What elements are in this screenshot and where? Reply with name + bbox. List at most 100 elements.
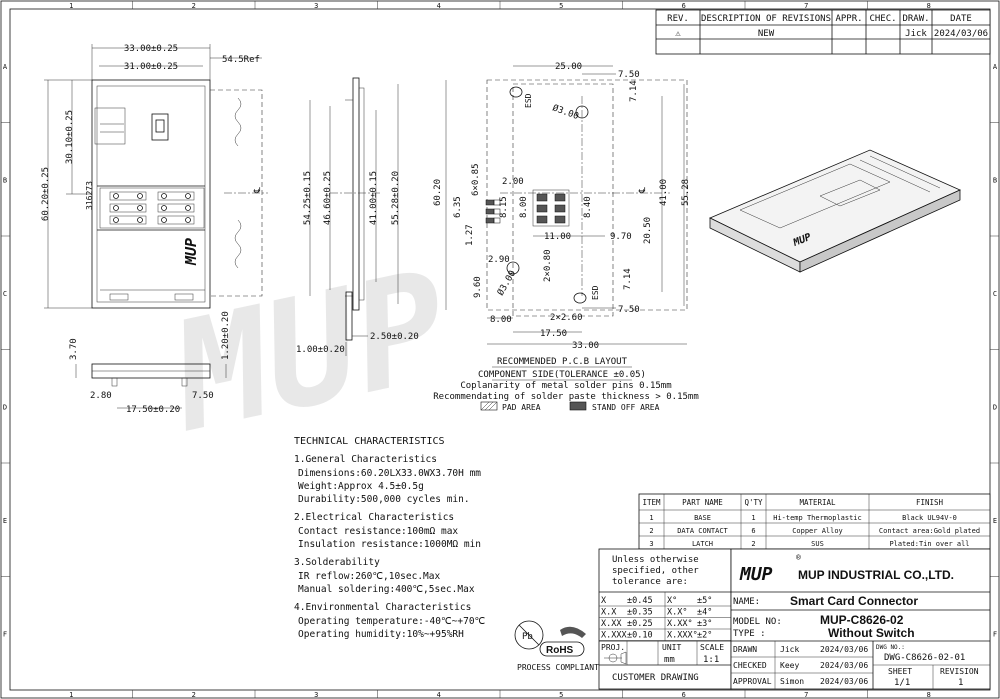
name-value: Smart Card Connector (790, 594, 918, 608)
bom-cell: 2 (751, 540, 755, 548)
tol-heading-1: Unless otherwise (612, 555, 699, 565)
contact-point (185, 205, 191, 211)
tech-line: Operating humidity:10%~+95%RH (298, 629, 464, 640)
dim-pcb-800a: 8.00 (519, 196, 529, 218)
dim-pcb-top-right: 7.50 (618, 70, 640, 80)
row-label: E (3, 517, 7, 525)
standoff-area-legend: STAND OFF AREA (592, 403, 660, 412)
solder-pad (493, 199, 501, 206)
pcb-layout: ESD ESD ℄ 25.00 7.50 7.14 Ø3.00 60.20 6.… (433, 62, 699, 412)
column-label: 4 (437, 2, 441, 10)
pcb-note-paste: Recommendating of solder paste thickness… (433, 392, 699, 402)
rev-draw-header: DRAW. (902, 14, 929, 24)
company-logo: MUP (739, 564, 773, 585)
tolerance-cell: ±0.35 (627, 608, 653, 618)
column-label: 7 (804, 2, 808, 10)
tech-line: Insulation resistance:1000MΩ min (298, 539, 481, 550)
rev-desc-value: NEW (758, 29, 775, 39)
row-label: A (3, 63, 8, 71)
drawn-date: 2024/03/06 (820, 645, 868, 654)
tolerance-cell: ±0.25 (627, 619, 653, 629)
column-label: 2 (192, 2, 196, 10)
column-label: 6 (682, 691, 686, 699)
dwg-label: DWG NO.: (876, 644, 905, 651)
revision-label: REVISION (940, 667, 979, 676)
contact-outline (157, 203, 195, 213)
pcb-note-coplanarity: Coplanarity of metal solder pins 0.15mm (460, 381, 671, 391)
contact-point (185, 193, 191, 199)
row-label: F (993, 630, 997, 638)
dim-pcb-960: 9.60 (473, 276, 483, 298)
contact-pad (554, 215, 566, 224)
dim-pcb-bottom-width: 33.00 (572, 341, 599, 351)
dim-pcb-2x260: 2×2.60 (550, 313, 583, 323)
tolerance-cell: X (601, 596, 607, 606)
pcb-note-side: COMPONENT SIDE(TOLERANCE ±0.05) (478, 370, 646, 380)
bom-header: ITEM (642, 498, 661, 507)
dim-front-w2: 17.50±0.20 (126, 405, 180, 415)
dim-pcb-1750: 17.50 (540, 329, 567, 339)
tech-line: IR reflow:260℃,10sec.Max (298, 571, 440, 582)
column-label: 8 (927, 691, 931, 699)
rohs-caption: PROCESS COMPLIANT (517, 663, 599, 672)
dim-front-h1: 3.70 (69, 338, 79, 360)
esd-top-label: ESD (524, 93, 533, 108)
dim-side-4100: 41.00±0.15 (369, 171, 379, 225)
column-label: 3 (314, 2, 318, 10)
bom-cell: Copper Alloy (792, 527, 843, 535)
mup-mark: MUP (182, 238, 200, 266)
bom-cell: 3 (649, 540, 653, 548)
tolerance-cell: X° (667, 596, 677, 606)
contact-outline (157, 191, 195, 201)
dim-pcb-hole-bottom: Ø3.00 (495, 269, 518, 298)
bom-cell: SUS (811, 540, 824, 548)
column-label: 1 (69, 691, 73, 699)
dim-width-inner: 31.00±0.25 (124, 62, 178, 72)
pad-area-legend: PAD AREA (502, 403, 541, 412)
solder-pad (493, 217, 501, 224)
dim-pcb-bottom-right: 7.50 (618, 305, 640, 315)
dim-pcb-hole-top: Ø3.00 (551, 102, 580, 122)
approval-name: Simon (780, 677, 804, 686)
column-label: 1 (69, 2, 73, 10)
tolerance-cell: X.XX° (667, 619, 693, 629)
tech-line: Operating temperature:-40℃~+70℃ (298, 616, 486, 627)
contact-pad (554, 204, 566, 213)
standoff-area-swatch (569, 401, 587, 411)
isometric-view: MUP (709, 149, 961, 273)
rohs-label: RoHS (546, 645, 574, 656)
dim-pcb-800b: 8.00 (490, 315, 512, 325)
type-value: Without Switch (828, 626, 915, 640)
bom-header: PART NAME (682, 498, 723, 507)
customer-drawing-label: CUSTOMER DRAWING (612, 673, 699, 683)
row-label: D (3, 403, 7, 411)
tech-line: Contact resistance:100mΩ max (298, 526, 458, 537)
drawn-name: Jick (780, 645, 799, 654)
contact-point (137, 193, 143, 199)
model-label: MODEL NO: (733, 617, 782, 627)
contact-outline (157, 215, 195, 225)
top-view: 316273 MUP ℄ 33.00±0.25 31.00±0.25 54.5R… (41, 44, 268, 309)
scale-value: 1:1 (703, 655, 719, 665)
column-label: 6 (682, 2, 686, 10)
column-label: 2 (192, 691, 196, 699)
bom-cell: 1 (751, 514, 755, 522)
type-label: TYPE : (733, 629, 766, 639)
contact-point (113, 205, 119, 211)
dim-length-partial: 30.10±0.25 (65, 110, 75, 164)
rohs-badge: Pb RoHS PROCESS COMPLIANT (514, 620, 599, 672)
bom-header: FINISH (916, 498, 944, 507)
rev-date-value: 2024/03/06 (934, 29, 988, 39)
row-label: B (993, 176, 997, 184)
tolerance-cell: X.XX (601, 619, 622, 629)
dim-front-w3: 7.50 (192, 391, 214, 401)
contact-point (113, 193, 119, 199)
dim-width-outer: 33.00±0.25 (124, 44, 178, 54)
rev-date-header: DATE (950, 14, 972, 24)
registered-mark: ® (796, 553, 801, 562)
tolerance-cell: ±5° (697, 596, 712, 606)
column-label: 7 (804, 691, 808, 699)
contact-point (161, 205, 167, 211)
